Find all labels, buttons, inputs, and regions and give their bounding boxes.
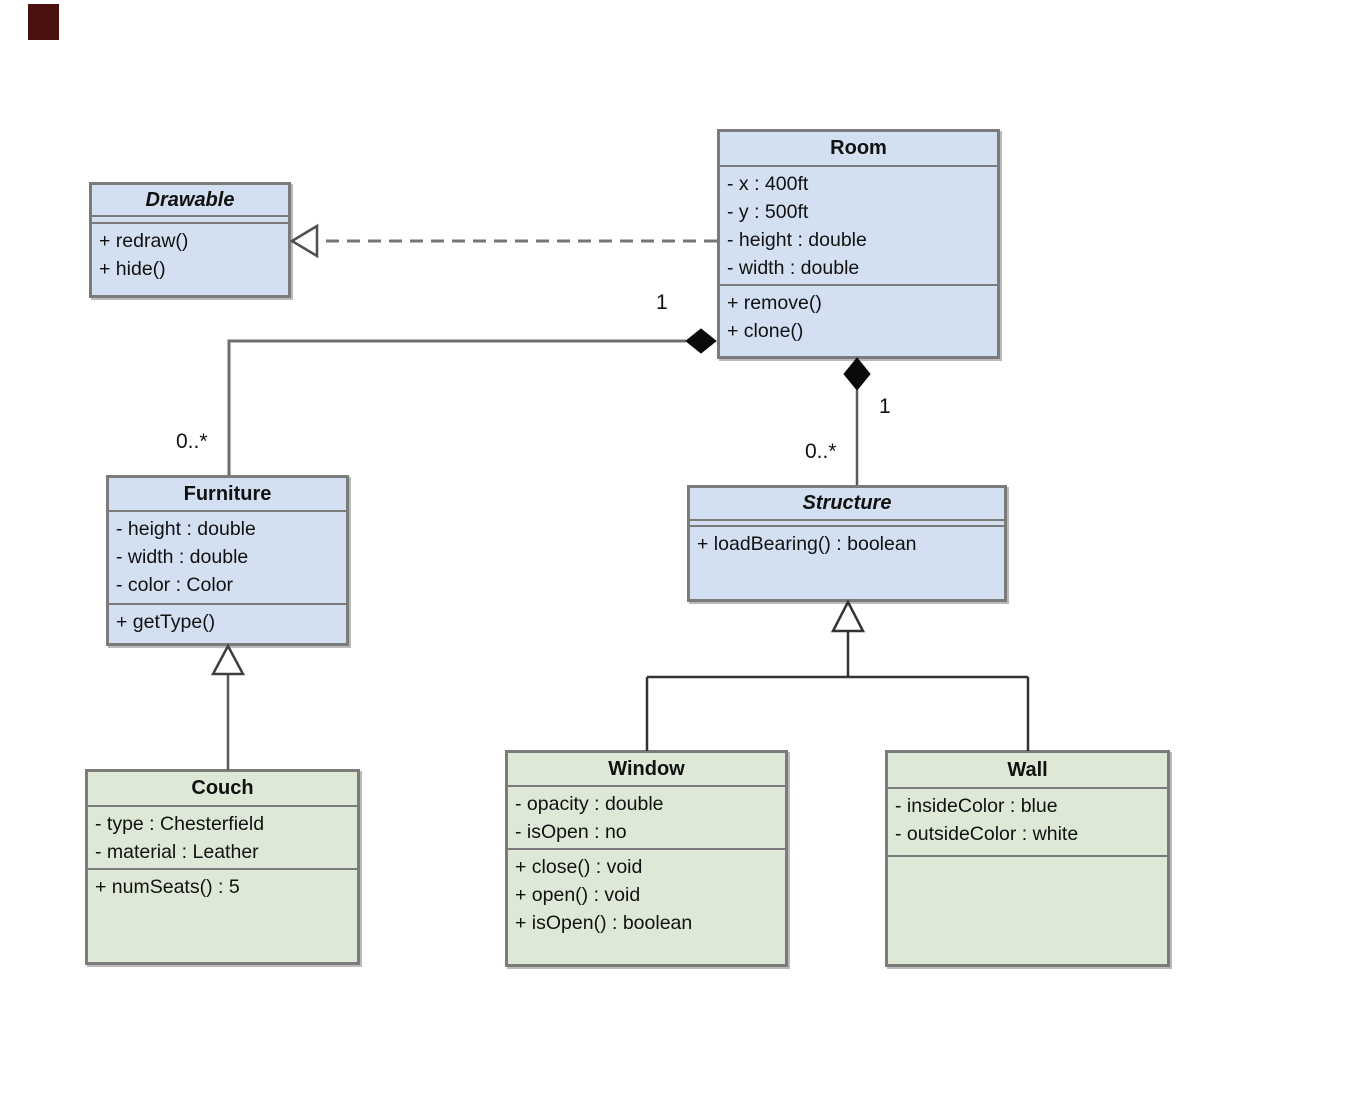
class-box-wall: Wall - insideColor : blue - outsideColor …: [885, 750, 1170, 967]
class-box-room: Room - x : 400ft - y : 500ft - height : do…: [717, 129, 1000, 359]
member-line: + clone(): [727, 320, 804, 342]
class-box-couch: Couch - type : Chesterfield - material : …: [85, 769, 360, 965]
composition-diamond-icon: [843, 357, 871, 391]
class-attributes: [690, 519, 1004, 525]
member-line: - height : double: [116, 518, 256, 540]
class-title: Furniture: [183, 482, 272, 505]
member-line: - x : 400ft: [727, 173, 809, 195]
class-attributes: - x : 400ft - y : 500ft - height : double -…: [720, 165, 997, 284]
class-methods: + numSeats() : 5: [88, 868, 357, 962]
composition-diamond-icon: [685, 328, 717, 354]
member-line: - height : double: [727, 229, 867, 251]
class-title: Couch: [191, 777, 254, 799]
member-line: + loadBearing() : boolean: [697, 533, 917, 555]
member-line: - material : Leather: [95, 841, 259, 863]
member-line: - y : 500ft: [727, 201, 809, 223]
generalization-triangle-icon: [830, 599, 866, 633]
generalization-window-wall-structure: [645, 599, 1030, 751]
class-methods: + redraw() + hide(): [92, 222, 288, 295]
multiplicity-room-furniture-many: 0..*: [176, 430, 208, 453]
class-methods: + loadBearing() : boolean: [690, 525, 1004, 599]
class-attributes: - height : double - width : double - color…: [109, 510, 346, 603]
class-box-structure: Structure + loadBearing() : boolean: [687, 485, 1007, 602]
realization-room-drawable: [289, 223, 717, 259]
class-methods: + close() : void + open() : void + isOpen(…: [508, 848, 785, 964]
multiplicity-room-structure-one: 1: [879, 395, 891, 418]
red-marker: [28, 4, 59, 40]
member-line: - color : Color: [116, 574, 234, 596]
member-line: + getType(): [116, 611, 216, 633]
member-line: - insideColor : blue: [895, 795, 1058, 817]
member-line: - opacity : double: [515, 793, 664, 815]
realization-triangle-icon: [289, 223, 319, 259]
member-line: + numSeats() : 5: [95, 876, 240, 898]
generalization-triangle-icon: [210, 643, 246, 676]
class-methods: + remove() + clone(): [720, 284, 997, 356]
member-line: - width : double: [116, 546, 249, 568]
member-line: - type : Chesterfield: [95, 813, 265, 835]
class-title: Wall: [1007, 758, 1048, 781]
class-attributes: [92, 215, 288, 222]
member-line: + hide(): [99, 258, 166, 280]
class-methods: + getType(): [109, 603, 346, 643]
class-box-furniture: Furniture - height : double - width : dou…: [106, 475, 349, 646]
member-line: - outsideColor : white: [895, 823, 1079, 845]
member-line: - isOpen : no: [515, 821, 627, 843]
composition-room-furniture: [227, 328, 717, 475]
generalization-couch-furniture: [210, 643, 246, 770]
class-title: Window: [608, 757, 685, 780]
member-line: + remove(): [727, 292, 822, 314]
composition-room-structure: [843, 357, 871, 485]
class-title: Room: [830, 137, 887, 159]
member-line: - width : double: [727, 257, 860, 279]
class-attributes: - insideColor : blue - outsideColor : whi…: [888, 787, 1167, 855]
class-title: Structure: [802, 492, 892, 514]
class-attributes: - opacity : double - isOpen : no: [508, 785, 785, 848]
member-line: + close() : void: [515, 856, 643, 878]
composition-line: [227, 339, 686, 475]
multiplicity-room-structure-many: 0..*: [805, 440, 837, 463]
member-line: + open() : void: [515, 884, 641, 906]
generalization-line: [645, 631, 1030, 751]
class-methods: [888, 855, 1167, 964]
class-box-window: Window - opacity : double - isOpen : no +…: [505, 750, 788, 967]
member-line: + isOpen() : boolean: [515, 912, 693, 934]
class-box-drawable: Drawable + redraw() + hide(): [89, 182, 291, 298]
class-attributes: - type : Chesterfield - material : Leathe…: [88, 805, 357, 868]
multiplicity-room-furniture-one: 1: [656, 291, 668, 314]
class-title: Drawable: [145, 188, 235, 211]
member-line: + redraw(): [99, 230, 189, 252]
